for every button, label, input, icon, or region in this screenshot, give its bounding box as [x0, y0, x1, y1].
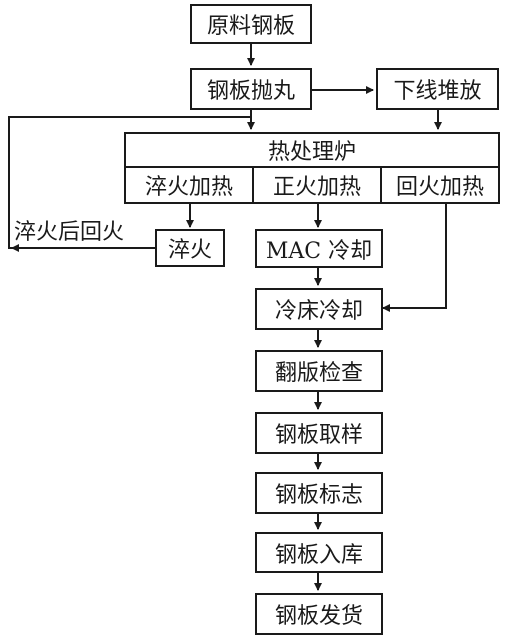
node-shot-blast-label: 钢板抛丸	[206, 79, 295, 104]
edge-label-temper-after-quench: 淬火后回火	[14, 220, 125, 245]
node-flip-inspect-label: 翻版检查	[274, 361, 363, 386]
node-shot-blast: 钢板抛丸	[190, 68, 312, 110]
furnace-temper-heat-label: 回火加热	[395, 175, 484, 200]
node-cooling-bed-label: 冷床冷却	[274, 299, 363, 324]
furnace-title: 热处理炉	[126, 134, 498, 168]
furnace-temper-heat: 回火加热	[382, 168, 498, 202]
node-sampling-label: 钢板取样	[274, 423, 363, 448]
furnace-quench-heat: 淬火加热	[126, 168, 254, 202]
node-marking: 钢板标志	[255, 472, 383, 514]
node-storage: 钢板入库	[255, 532, 383, 573]
node-raw-steel: 原料钢板	[190, 4, 312, 44]
node-sampling: 钢板取样	[255, 412, 383, 454]
furnace-normalize-heat: 正火加热	[254, 168, 382, 202]
node-flip-inspect: 翻版检查	[255, 350, 383, 392]
node-quench-label: 淬火	[167, 238, 212, 263]
node-raw-steel-label: 原料钢板	[206, 14, 295, 39]
node-mac-cool: MAC 冷却	[255, 229, 383, 268]
node-mac-cool-label: MAC 冷却	[265, 238, 373, 264]
node-shipping: 钢板发货	[255, 593, 383, 635]
furnace-normalize-heat-label: 正火加热	[272, 175, 361, 200]
node-quench: 淬火	[155, 229, 225, 267]
node-shipping-label: 钢板发货	[274, 604, 363, 629]
furnace-block: 热处理炉 淬火加热 正火加热 回火加热	[124, 132, 500, 204]
furnace-quench-heat-label: 淬火加热	[144, 175, 233, 200]
node-offline-stack-label: 下线堆放	[393, 79, 482, 104]
node-cooling-bed: 冷床冷却	[255, 288, 383, 330]
node-offline-stack: 下线堆放	[376, 68, 499, 110]
arrow-temper-to-coolbed	[382, 204, 447, 312]
node-marking-label: 钢板标志	[274, 483, 363, 508]
furnace-title-label: 热处理炉	[267, 140, 356, 165]
node-storage-label: 钢板入库	[274, 542, 363, 568]
